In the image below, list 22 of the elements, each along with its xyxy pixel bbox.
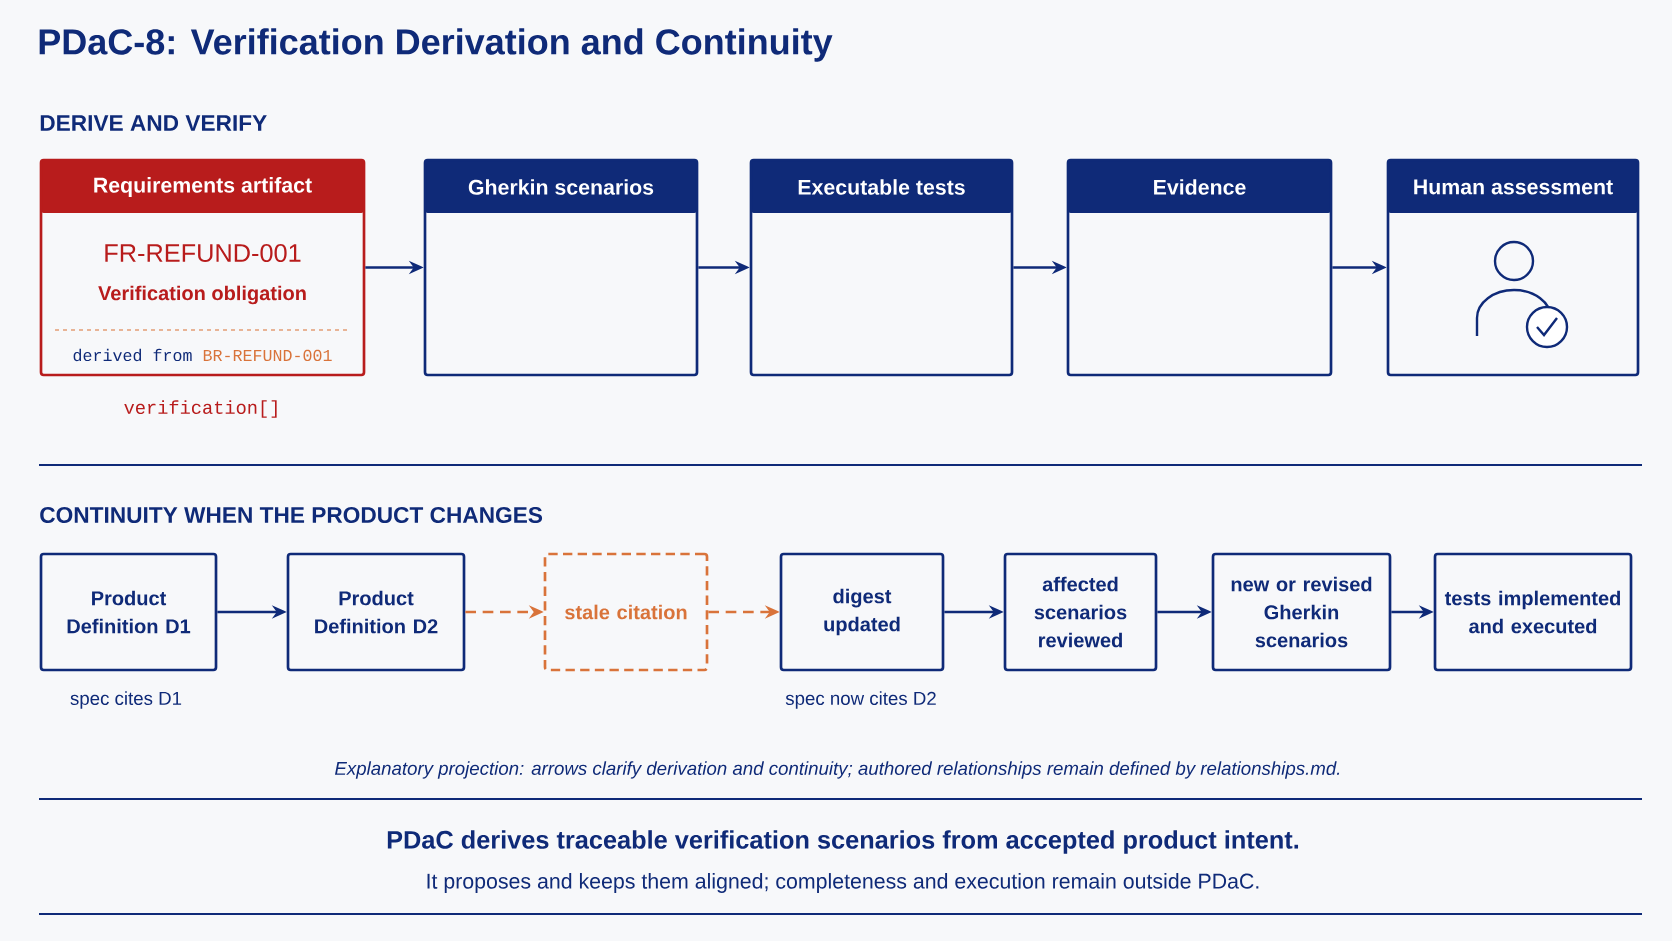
- citation-box: stale citation: [543, 552, 709, 672]
- stage-box: Gherkin scenarios: [423, 158, 699, 377]
- process-box: new or revised Gherkin scenarios: [1211, 552, 1392, 672]
- artifact-card: Requirements artifact FR-REFUND-001 Verification obligation derived from BR-REFUND-001: [39, 158, 366, 377]
- stage-box: Evidence: [1066, 158, 1333, 377]
- caption-text: spec now cites D2: [785, 691, 936, 709]
- process-box: Product Definition D2: [286, 552, 466, 672]
- stage-box: Executable tests: [749, 158, 1014, 377]
- note-text: Explanatory projection: arrows clarify derivation and continuity; authored relationships remain defined by relationships.md.: [335, 761, 1340, 779]
- process-box: digest updated: [779, 552, 945, 672]
- field-name: verification[]: [124, 400, 277, 418]
- summary-heading: PDaC derives traceable verification scenarios from accepted product intent.: [387, 830, 1299, 854]
- title: PDaC-8: Verification Derivation and Continuity: [39, 28, 833, 62]
- process-box: tests implemented and executed: [1433, 552, 1633, 672]
- derived-from-text: derived from BR-REFUND-001: [73, 348, 332, 362]
- stage-box: Human assessment: [1386, 158, 1640, 377]
- process-box: Product Definition D1: [39, 552, 218, 672]
- caption-text: spec cites D1: [70, 691, 182, 709]
- section-heading: CONTINUITY WHEN THE PRODUCT CHANGES: [40, 506, 543, 524]
- summary-text: It proposes and keeps them aligned; completeness and execution remain outside PDaC.: [427, 873, 1259, 893]
- section-heading: DERIVE AND VERIFY: [40, 115, 267, 131]
- process-box: affected scenarios reviewed: [1003, 552, 1158, 672]
